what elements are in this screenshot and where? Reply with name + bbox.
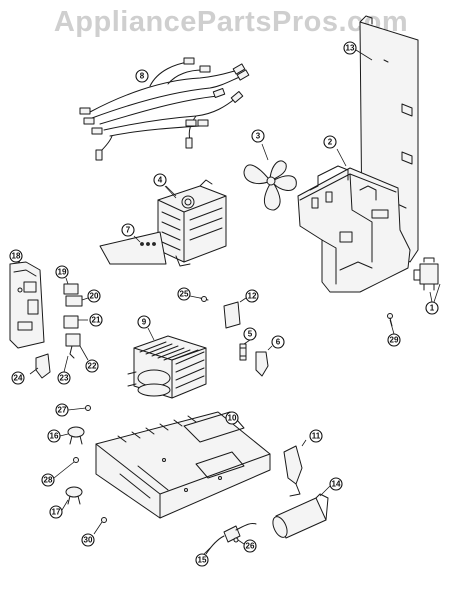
- svg-text:30: 30: [84, 536, 93, 545]
- door-latch-part: [29, 353, 51, 379]
- callout-1: 1: [425, 301, 439, 315]
- base-plate-part: [95, 411, 271, 519]
- callout-18: 18: [9, 249, 23, 263]
- thermostat-17-part: [65, 486, 83, 505]
- callout-7: 7: [121, 223, 135, 237]
- svg-text:27: 27: [58, 406, 67, 415]
- callouts: 1 2 3 4 5 6 7 8 9 10 11 12 13 14 15 16 1…: [9, 41, 439, 567]
- screw-28-part: [73, 457, 79, 463]
- svg-text:13: 13: [346, 44, 355, 53]
- fuse-holder-part: [255, 345, 273, 377]
- svg-text:16: 16: [50, 432, 59, 441]
- callout-28: 28: [41, 473, 55, 487]
- svg-text:19: 19: [58, 268, 67, 277]
- noise-filter-part: [223, 297, 247, 329]
- callout-24: 24: [11, 371, 25, 385]
- screw-30-part: [101, 517, 107, 523]
- callout-25: 25: [177, 287, 191, 301]
- svg-text:18: 18: [12, 252, 21, 261]
- callout-19: 19: [55, 265, 69, 279]
- svg-text:10: 10: [228, 414, 237, 423]
- hv-capacitor-part: [272, 485, 331, 539]
- svg-text:12: 12: [248, 292, 257, 301]
- callout-16: 16: [47, 429, 61, 443]
- fuse-part: [239, 343, 247, 361]
- callout-2: 2: [323, 135, 337, 149]
- diode-part: [283, 439, 307, 497]
- callout-8: 8: [135, 69, 149, 83]
- thermal-plate-part: [99, 231, 167, 265]
- callout-21: 21: [89, 313, 103, 327]
- svg-text:14: 14: [332, 480, 341, 489]
- callout-22: 22: [85, 359, 99, 373]
- svg-text:26: 26: [246, 542, 255, 551]
- svg-text:3: 3: [256, 132, 261, 141]
- callout-15: 15: [195, 553, 209, 567]
- callout-27: 27: [55, 403, 69, 417]
- svg-text:29: 29: [390, 336, 399, 345]
- svg-text:1: 1: [430, 304, 435, 313]
- svg-text:25: 25: [180, 290, 189, 299]
- svg-text:24: 24: [14, 374, 23, 383]
- magnetron-part: [157, 179, 227, 267]
- svg-text:4: 4: [158, 176, 163, 185]
- callout-5: 5: [243, 327, 257, 341]
- svg-text:9: 9: [142, 318, 147, 327]
- svg-text:15: 15: [198, 556, 207, 565]
- callout-13: 13: [343, 41, 357, 55]
- callout-12: 12: [245, 289, 259, 303]
- relay-part: [413, 257, 439, 303]
- svg-text:6: 6: [276, 338, 281, 347]
- svg-text:7: 7: [126, 226, 131, 235]
- watermark: AppliancePartsPros.com: [53, 6, 409, 38]
- control-panel-part: [9, 261, 45, 349]
- callout-6: 6: [271, 335, 285, 349]
- callout-4: 4: [153, 173, 167, 187]
- thermostat-16-part: [67, 426, 85, 445]
- wire-harness-part: [79, 57, 250, 161]
- screw-27-part: [85, 405, 91, 411]
- callout-3: 3: [251, 129, 265, 143]
- callout-17: 17: [49, 505, 63, 519]
- svg-text:17: 17: [52, 508, 61, 517]
- leader-lines: [18, 185, 441, 555]
- callout-11: 11: [309, 429, 323, 443]
- svg-text:20: 20: [90, 292, 99, 301]
- fan-blade-part: [243, 143, 297, 211]
- chassis-bracket-part: [297, 148, 411, 293]
- callout-20: 20: [87, 289, 101, 303]
- svg-text:8: 8: [140, 72, 145, 81]
- svg-text:22: 22: [88, 362, 97, 371]
- svg-text:21: 21: [92, 316, 101, 325]
- interlock-switches-part: [63, 277, 89, 361]
- callout-14: 14: [329, 477, 343, 491]
- svg-text:23: 23: [60, 374, 69, 383]
- svg-text:2: 2: [328, 138, 333, 147]
- transformer-part: [127, 327, 207, 399]
- callout-29: 29: [387, 333, 401, 347]
- callout-9: 9: [137, 315, 151, 329]
- callout-10: 10: [225, 411, 239, 425]
- svg-text:28: 28: [44, 476, 53, 485]
- callout-26: 26: [243, 539, 257, 553]
- svg-text:11: 11: [312, 432, 321, 441]
- svg-text:5: 5: [248, 330, 253, 339]
- screw-29-part: [387, 313, 393, 327]
- screw-25-part: [199, 296, 209, 302]
- callout-30: 30: [81, 533, 95, 547]
- callout-23: 23: [57, 371, 71, 385]
